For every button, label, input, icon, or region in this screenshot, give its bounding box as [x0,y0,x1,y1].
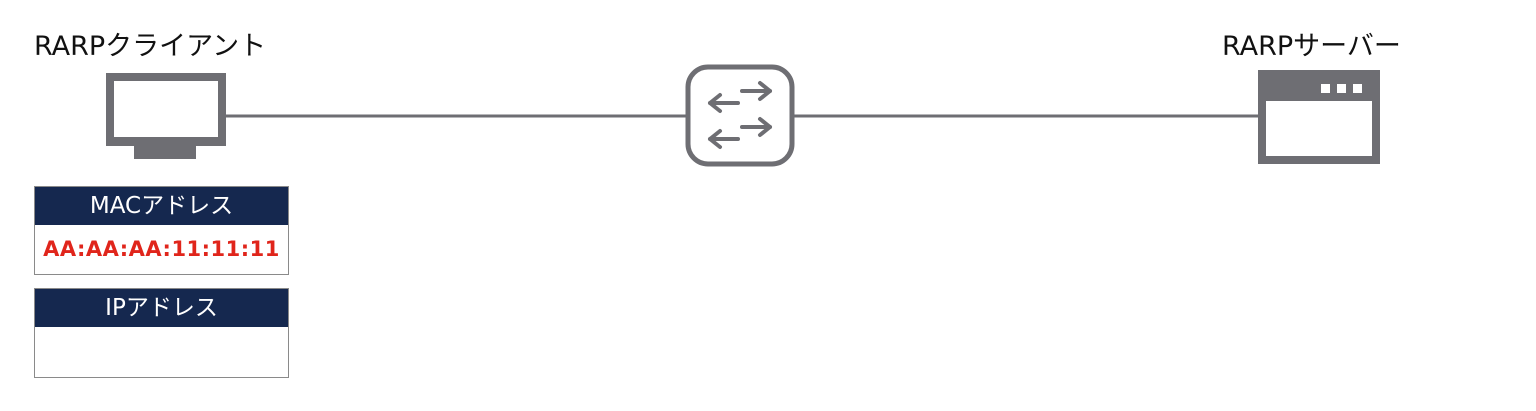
ip-address-value [35,327,288,377]
server-icon [1258,70,1380,164]
switch-icon [685,64,795,167]
server-label: RARPサーバー [1222,31,1401,62]
ip-address-header: IPアドレス [35,289,288,327]
mac-address-header: MACアドレス [35,187,288,225]
client-label: RARPクライアント [34,31,267,62]
mac-address-value: AA:AA:AA:11:11:11 [43,237,280,261]
ip-address-box: IPアドレス [34,288,289,378]
monitor-icon [106,73,226,159]
mac-address-box: MACアドレス AA:AA:AA:11:11:11 [34,186,289,275]
